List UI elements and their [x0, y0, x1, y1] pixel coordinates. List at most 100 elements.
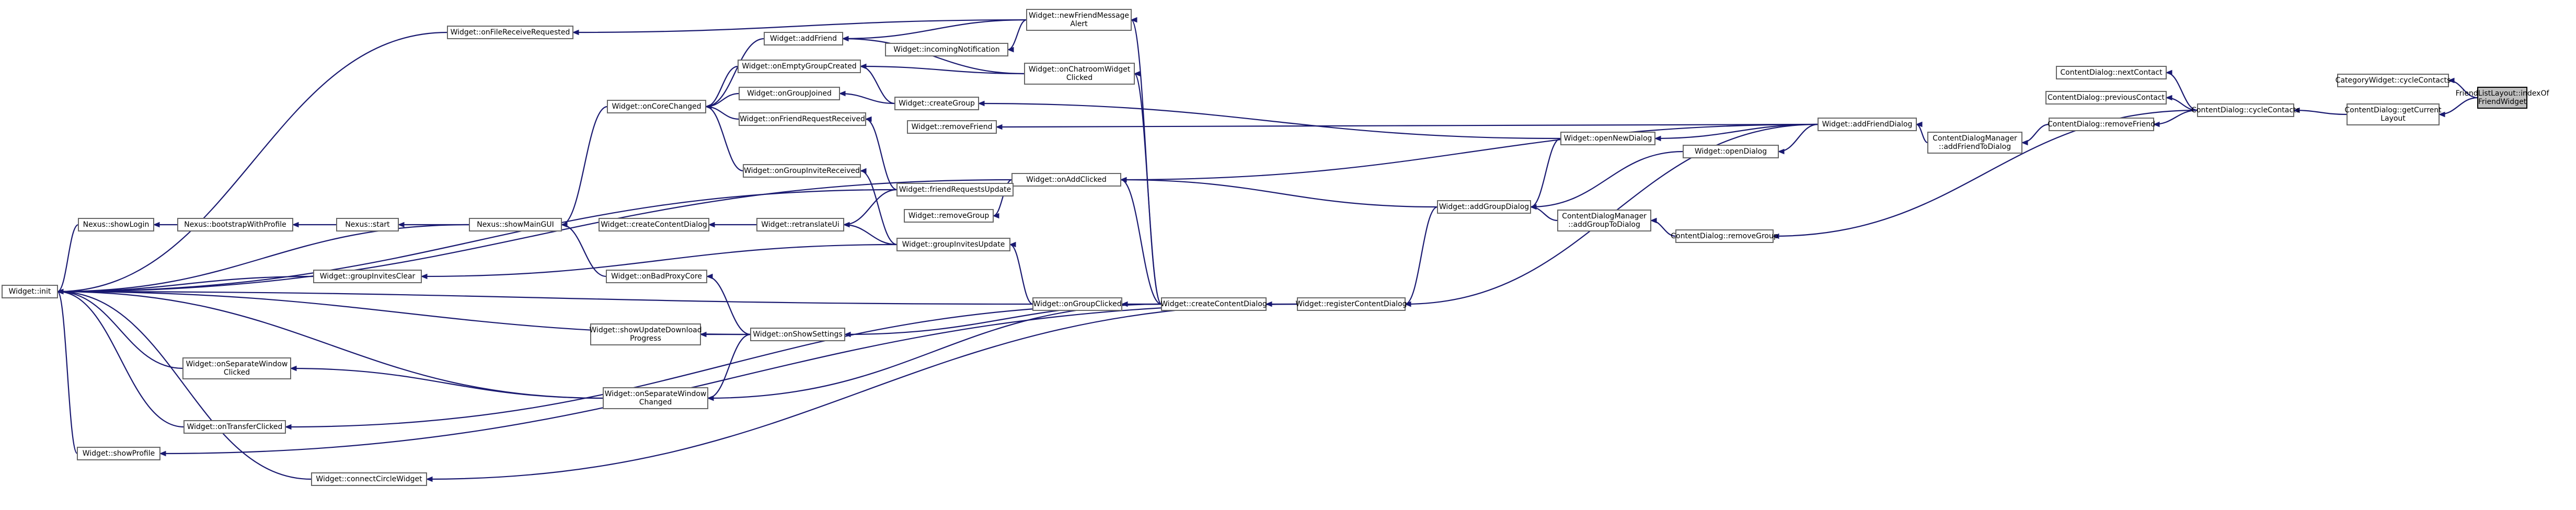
arrowhead-n39-n45: [560, 222, 568, 228]
node-n22[interactable]: Widget::onTransferClicked: [183, 420, 286, 434]
node-n8[interactable]: ContentDialogManager::addFriendToDialog: [1927, 132, 2022, 154]
node-n5[interactable]: ContentDialog::previousContact: [2045, 91, 2167, 105]
node-box: [1560, 132, 1655, 145]
node-n20[interactable]: Widget::onShowSettings: [750, 328, 845, 341]
node-label: Widget::onGroupClicked: [1033, 300, 1121, 308]
arrowhead-n24-n17: [842, 36, 849, 42]
node-label: Clicked: [224, 368, 250, 377]
node-n9[interactable]: ContentDialogManager::addGroupToDialog: [1557, 210, 1651, 231]
node-n45[interactable]: Widget::onBadProxyCore: [606, 270, 707, 283]
arrowhead-n14-n13: [1404, 301, 1411, 307]
node-n35[interactable]: Widget::groupInvitesUpdate: [896, 238, 1010, 251]
node-n43[interactable]: Widget::init: [2, 285, 58, 298]
node-n30[interactable]: Widget::onFriendRequestReceived: [739, 112, 866, 126]
node-n18[interactable]: Widget::onAddClicked: [1011, 173, 1121, 187]
node-n37[interactable]: Widget::onFileReceiveRequested: [447, 26, 573, 39]
node-n24[interactable]: Widget::addFriend: [764, 32, 843, 45]
node-label: Widget::onEmptyGroupCreated: [742, 62, 856, 71]
node-label: Widget::onGroupInviteReceived: [744, 167, 860, 175]
node-n7[interactable]: ContentDialog::removeGroup: [1671, 229, 1778, 243]
node-label: ContentDialog::previousContact: [2048, 94, 2165, 102]
arrowhead-n34-n35: [843, 222, 850, 228]
node-box: [1437, 200, 1531, 214]
edge-n45-n20: [706, 275, 751, 335]
node-label: Alert: [1070, 20, 1088, 28]
arrowhead-n25-n16: [1007, 47, 1014, 53]
node-n31[interactable]: Widget::friendRequestsUpdate: [896, 183, 1014, 196]
node-label: ContentDialog::cycleContacts: [2191, 106, 2300, 114]
arrowhead-n35-n19: [1009, 241, 1016, 248]
node-box: [2, 285, 58, 298]
node-box: [469, 218, 562, 231]
node-box: [907, 120, 997, 134]
node-n29[interactable]: Widget::removeFriend: [907, 120, 997, 134]
edge-n38-n24: [705, 38, 765, 108]
node-label: Widget::init: [9, 287, 51, 296]
node-box: [311, 472, 427, 486]
node-n13[interactable]: Widget::addGroupDialog: [1437, 200, 1531, 214]
node-n39[interactable]: Nexus::showMainGUI: [469, 218, 562, 231]
node-n32[interactable]: Widget::removeGroup: [904, 209, 994, 223]
node-label: FriendWidget: [2478, 98, 2527, 106]
node-label: Widget::connectCircleWidget: [316, 475, 422, 483]
node-n38[interactable]: Widget::onCoreChanged: [607, 100, 706, 113]
arrowhead-n48-n14: [159, 450, 166, 457]
arrowhead-n16-n15: [1130, 17, 1137, 23]
edge-n24-n16: [842, 19, 1027, 40]
node-n14[interactable]: Widget::registerContentDialog: [1296, 297, 1407, 311]
edge-n10-n8: [1916, 123, 1928, 144]
edge-n11-n10: [1778, 123, 1819, 153]
node-n3[interactable]: ContentDialog::cycleContacts: [2191, 103, 2300, 117]
arrowhead-n47-n21: [290, 365, 297, 372]
edge-n18-n13: [1120, 179, 1438, 208]
node-n11[interactable]: Widget::openDialog: [1683, 145, 1779, 158]
node-n48[interactable]: Widget::showProfile: [77, 447, 160, 460]
arrowhead-n27-n28: [838, 90, 846, 97]
node-n36[interactable]: Widget::createContentDialog: [599, 218, 709, 231]
node-n41[interactable]: Nexus::bootstrapWithProfile: [177, 218, 293, 231]
node-box: [2056, 66, 2167, 79]
node-n26[interactable]: Widget::onEmptyGroupCreated: [738, 60, 861, 73]
edge-n38-n33: [705, 106, 744, 172]
node-box: [1675, 229, 1774, 243]
node-n19[interactable]: Widget::onGroupClicked: [1032, 297, 1122, 311]
node-box: [2049, 118, 2154, 131]
node-n27[interactable]: Widget::onGroupJoined: [739, 87, 840, 100]
edge-n17-n15: [1133, 73, 1163, 305]
arrowhead-n44-n35: [420, 273, 428, 280]
node-label: Widget::onShowSettings: [753, 330, 842, 339]
edge-n39-n45: [561, 224, 607, 277]
arrowhead-n2-n0: [2438, 111, 2445, 118]
node-n12[interactable]: Widget::openNewDialog: [1560, 132, 1655, 145]
node-n1[interactable]: CategoryWidget::cycleContacts: [2336, 74, 2451, 87]
node-label: Widget::onTransferClicked: [187, 423, 283, 431]
node-box: [1818, 118, 1917, 131]
node-n28[interactable]: Widget::createGroup: [894, 97, 979, 110]
node-n34[interactable]: Widget::retranslateUi: [756, 218, 844, 231]
edge-n47-n21: [290, 367, 604, 399]
node-n4[interactable]: ContentDialog::nextContact: [2056, 66, 2167, 79]
node-n15[interactable]: Widget::createContentDialog: [1160, 297, 1267, 311]
node-label: Widget::onCoreChanged: [612, 102, 701, 111]
edge-n43-n23: [57, 291, 312, 480]
node-n6[interactable]: ContentDialog::removeFriend: [2048, 118, 2155, 131]
node-n33[interactable]: Widget::onGroupInviteReceived: [743, 164, 861, 178]
node-label: Widget::newFriendMessage: [1029, 11, 1129, 20]
edge-n34-n31: [843, 189, 898, 226]
node-n42[interactable]: Nexus::showLogin: [78, 218, 154, 231]
node-n25[interactable]: Widget::incomingNotification: [885, 43, 1008, 56]
node-n23[interactable]: Widget::connectCircleWidget: [311, 472, 427, 486]
node-n40[interactable]: Nexus::start: [336, 218, 399, 231]
edge-n3-n2: [2293, 109, 2348, 115]
node-n44[interactable]: Widget::groupInvitesClear: [313, 270, 422, 283]
edge-n7-n3: [1773, 109, 2198, 237]
node-n10[interactable]: Widget::addFriendDialog: [1818, 118, 1917, 131]
